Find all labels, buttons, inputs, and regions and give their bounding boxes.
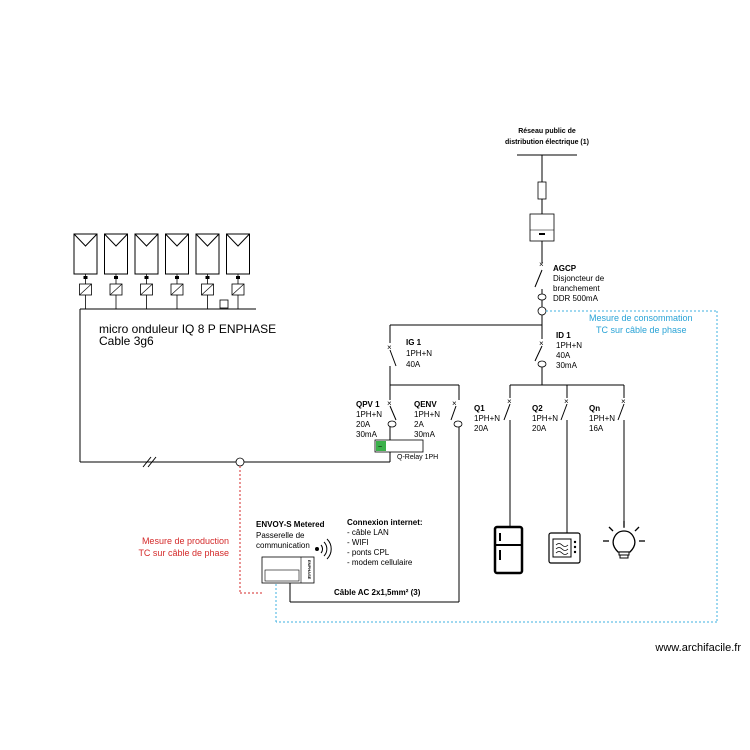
- relay-label: Q-Relay 1PH: [397, 454, 438, 461]
- linky-meter: [529, 213, 555, 242]
- qn-spec: 1PH+N: [589, 414, 615, 423]
- svg-text:×: ×: [452, 399, 457, 408]
- q2-rating: 20A: [532, 424, 547, 433]
- fridge-icon: [493, 525, 524, 575]
- meter-display: [539, 233, 545, 235]
- qpv1-breaker: ×: [387, 385, 397, 440]
- svg-text:×: ×: [507, 397, 512, 406]
- internet-item-2: - WIFI: [347, 538, 369, 547]
- envoy-name: ENVOY-S Metered: [256, 520, 325, 529]
- id1-name: ID 1: [556, 331, 571, 340]
- consumption-ct: [537, 306, 547, 316]
- cable-label: Câble AC 2x1,5mm² (3): [334, 588, 421, 597]
- qn-name: Qn: [589, 404, 600, 413]
- grid-title-2: distribution électrique (1): [505, 139, 589, 146]
- pv-panel: [134, 233, 159, 309]
- id1-sensitivity: 30mA: [556, 361, 578, 370]
- wifi-icon: [315, 538, 332, 560]
- main-fuse: [537, 181, 547, 200]
- svg-text:×: ×: [387, 399, 392, 408]
- consumption-label-2: TC sur câble de phase: [596, 325, 687, 335]
- microinverter-line1: micro onduleur IQ 8 P ENPHASE: [99, 322, 276, 336]
- ig1-name: IG 1: [406, 338, 422, 347]
- consumption-label-1: Mesure de consommation: [589, 313, 693, 323]
- q2-spec: 1PH+N: [532, 414, 558, 423]
- svg-text:×: ×: [539, 260, 544, 269]
- pv-panel: [104, 233, 128, 309]
- ig1-breaker: ×: [387, 325, 397, 385]
- envoy-line2: communication: [256, 541, 310, 550]
- pv-panel-array: [73, 233, 250, 309]
- cable-break-mark-1: [142, 456, 152, 468]
- svg-text:×: ×: [564, 397, 569, 406]
- junction-box: [219, 299, 229, 309]
- qpv1-spec: 1PH+N: [356, 410, 382, 419]
- q1-spec: 1PH+N: [474, 414, 500, 423]
- q-relay-indicator: [376, 441, 386, 451]
- ig1-spec: 1PH+N: [406, 349, 432, 358]
- qpv1-name: QPV 1: [356, 400, 380, 409]
- id1-rating: 40A: [556, 351, 571, 360]
- agcp-breaker: ×: [534, 260, 547, 310]
- grid-title-1: Réseau public de: [518, 128, 576, 135]
- production-ct: [235, 457, 245, 467]
- id1-spec: 1PH+N: [556, 341, 582, 350]
- svg-text:×: ×: [387, 343, 392, 352]
- light-bulb-icon: [603, 521, 645, 559]
- internet-title: Connexion internet:: [347, 518, 423, 527]
- internet-item-4: - modem cellulaire: [347, 558, 413, 567]
- agcp-line3: DDR 500mA: [553, 294, 599, 303]
- svg-text:×: ×: [621, 397, 626, 406]
- qpv1-sensitivity: 30mA: [356, 430, 378, 439]
- agcp-name: AGCP: [553, 264, 577, 273]
- relay-wave-icon: ~: [378, 444, 382, 451]
- pv-panel: [165, 233, 189, 309]
- pv-panel: [195, 233, 220, 309]
- pv-panel: [226, 233, 250, 309]
- envoy-line1: Passerelle de: [256, 531, 305, 540]
- q1-breaker: ×: [503, 385, 512, 527]
- microwave-icon: [548, 532, 581, 564]
- internet-item-3: - ponts CPL: [347, 548, 390, 557]
- q1-name: Q1: [474, 404, 485, 413]
- qenv-rating: 2A: [414, 420, 424, 429]
- qenv-sensitivity: 30mA: [414, 430, 436, 439]
- production-label-1: Mesure de production: [142, 536, 229, 546]
- microinverter-line2: Cable 3g6: [99, 334, 154, 348]
- ig1-rating: 40A: [406, 360, 421, 369]
- q2-name: Q2: [532, 404, 543, 413]
- qn-rating: 16A: [589, 424, 604, 433]
- qpv1-rating: 20A: [356, 420, 371, 429]
- watermark: www.archifacile.fr: [654, 642, 741, 654]
- q2-breaker: ×: [560, 385, 569, 533]
- id1-breaker: ×: [534, 325, 547, 385]
- svg-text:×: ×: [539, 339, 544, 348]
- internet-item-1: - câble LAN: [347, 528, 389, 537]
- qn-breaker: ×: [617, 385, 626, 528]
- q-relay: [374, 439, 424, 453]
- qenv-name: QENV: [414, 400, 437, 409]
- agcp-line1: Disjoncteur de: [553, 274, 605, 283]
- q1-rating: 20A: [474, 424, 489, 433]
- cable-break-mark-2: [147, 456, 157, 468]
- envoy-tag: ENPHASE: [307, 560, 312, 580]
- pv-panel: [73, 233, 98, 309]
- envoy-panel: [264, 569, 300, 582]
- production-label-2: TC sur câble de phase: [138, 548, 229, 558]
- qenv-breaker: ×: [450, 385, 463, 602]
- agcp-line2: branchement: [553, 284, 600, 293]
- qenv-spec: 1PH+N: [414, 410, 440, 419]
